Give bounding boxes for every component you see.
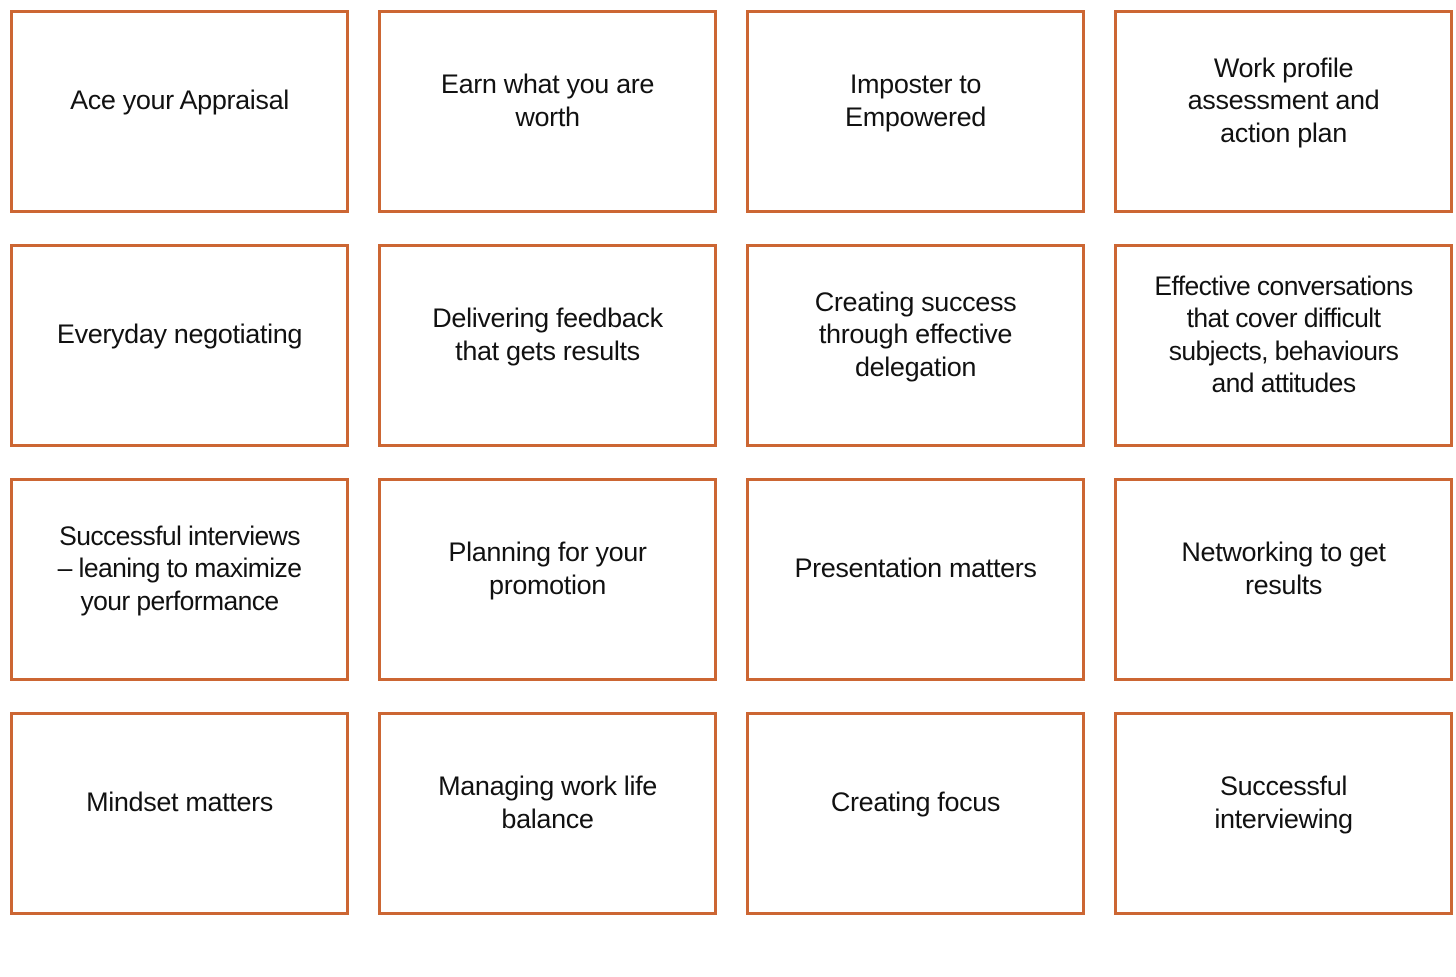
topic-card-label: Work profile assessment and action plan (1187, 52, 1380, 148)
topic-card-label: Creating focus (830, 787, 1001, 818)
topic-card-imposter-to-empowered[interactable]: Imposter to Empowered (746, 10, 1085, 213)
topic-card-networking-to-get-results[interactable]: Networking to get results (1114, 478, 1453, 681)
topic-card-label: Ace your Appraisal (70, 85, 289, 116)
topic-card-delivering-feedback[interactable]: Delivering feedback that gets results (378, 244, 717, 447)
topic-card-everyday-negotiating[interactable]: Everyday negotiating (10, 244, 349, 447)
topic-card-planning-for-promotion[interactable]: Planning for your promotion (378, 478, 717, 681)
topic-card-label: Mindset matters (86, 787, 273, 818)
topic-card-ace-your-appraisal[interactable]: Ace your Appraisal (10, 10, 349, 213)
topic-card-earn-what-you-are-worth[interactable]: Earn what you are worth (378, 10, 717, 213)
topic-card-mindset-matters[interactable]: Mindset matters (10, 712, 349, 915)
topic-card-managing-work-life-balance[interactable]: Managing work life balance (378, 712, 717, 915)
topic-card-label: Networking to get results (1181, 536, 1386, 600)
topic-card-label: Everyday negotiating (56, 319, 303, 350)
topic-card-grid: Ace your Appraisal Earn what you are wor… (10, 10, 1453, 916)
topic-card-label: Presentation matters (794, 553, 1037, 584)
topic-card-label: Successful interviews – leaning to maxim… (57, 521, 302, 616)
topic-card-label: Imposter to Empowered (845, 68, 986, 132)
topic-card-work-profile-assessment[interactable]: Work profile assessment and action plan (1114, 10, 1453, 213)
topic-card-label: Earn what you are worth (440, 68, 655, 132)
topic-card-creating-focus[interactable]: Creating focus (746, 712, 1085, 915)
topic-card-label: Successful interviewing (1214, 770, 1353, 834)
topic-card-label: Creating success through effective deleg… (814, 286, 1017, 382)
topic-card-successful-interviews[interactable]: Successful interviews – leaning to maxim… (10, 478, 349, 681)
topic-card-label: Planning for your promotion (448, 536, 647, 600)
topic-card-presentation-matters[interactable]: Presentation matters (746, 478, 1085, 681)
topic-card-label: Delivering feedback that gets results (432, 302, 663, 366)
topic-card-creating-success[interactable]: Creating success through effective deleg… (746, 244, 1085, 447)
topic-card-effective-conversations[interactable]: Effective conversations that cover diffi… (1114, 244, 1453, 447)
topic-card-successful-interviewing[interactable]: Successful interviewing (1114, 712, 1453, 915)
topic-card-label: Managing work life balance (438, 770, 657, 834)
topic-card-label: Effective conversations that cover diffi… (1154, 271, 1413, 398)
